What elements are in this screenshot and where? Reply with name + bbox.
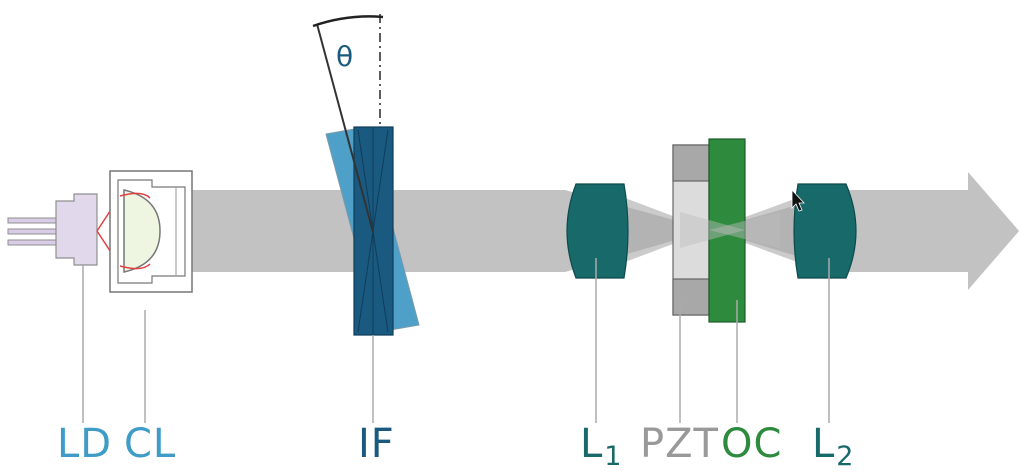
label-l1-subscript: 1 (604, 441, 623, 472)
label-if: IF (358, 421, 395, 467)
label-cl: CL (124, 421, 177, 467)
piezo-actuator (672, 144, 710, 316)
collimating-lens (109, 170, 193, 293)
label-l2: L2 (812, 420, 854, 473)
beam-focus-cone (625, 198, 710, 262)
label-oc: OC (721, 421, 783, 467)
beam-expand-cone (710, 198, 797, 262)
beam-exit-through-oc (709, 212, 780, 248)
label-l1: L1 (580, 420, 622, 473)
lens-l1 (566, 183, 629, 279)
guide-lines (82, 258, 830, 423)
label-l2-main: L (812, 421, 836, 467)
theta-label: θ (336, 40, 354, 73)
output-coupler (708, 138, 746, 323)
label-l1-main: L (580, 421, 604, 467)
beam-focus-through-oc (680, 212, 745, 248)
lens-l2 (793, 183, 857, 279)
label-l2-subscript: 2 (836, 441, 855, 472)
label-pzt: PZT (640, 421, 719, 467)
laser-diode (7, 193, 121, 267)
mouse-pointer-icon (791, 188, 805, 212)
angle-indicator (312, 14, 384, 233)
label-ld: LD (57, 421, 113, 467)
